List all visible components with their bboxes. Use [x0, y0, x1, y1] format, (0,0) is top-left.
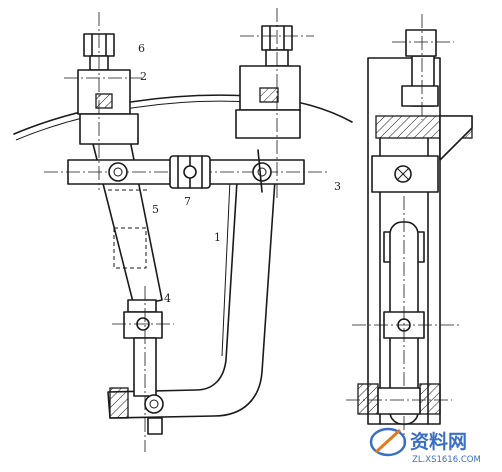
left-clamp-assembly [64, 12, 150, 269]
watermark-url: ZL.XS1616.COM [412, 455, 481, 465]
bottom-pivot [109, 387, 164, 435]
workpiece-arc [13, 94, 353, 135]
right-clamp-assembly [235, 8, 314, 200]
label-7: 7 [184, 195, 191, 208]
label-2: 2 [140, 70, 147, 83]
label-6: 6 [138, 42, 145, 55]
workpiece-arc-inner [15, 100, 251, 141]
label-3: 3 [334, 180, 341, 193]
watermark-brand: 资料网 [410, 430, 467, 453]
side-view [346, 14, 473, 448]
part-labels: 1 2 3 4 5 6 7 [138, 42, 341, 305]
label-1: 1 [214, 231, 221, 244]
label-5: 5 [152, 203, 159, 216]
watermark-logo-icon [369, 427, 407, 457]
lower-clamp [112, 286, 174, 452]
l-arm [107, 164, 277, 419]
site-watermark: 资料网 ZL.XS1616.COM [369, 427, 481, 465]
label-4: 4 [164, 292, 171, 305]
shaft-coupling [169, 155, 211, 189]
